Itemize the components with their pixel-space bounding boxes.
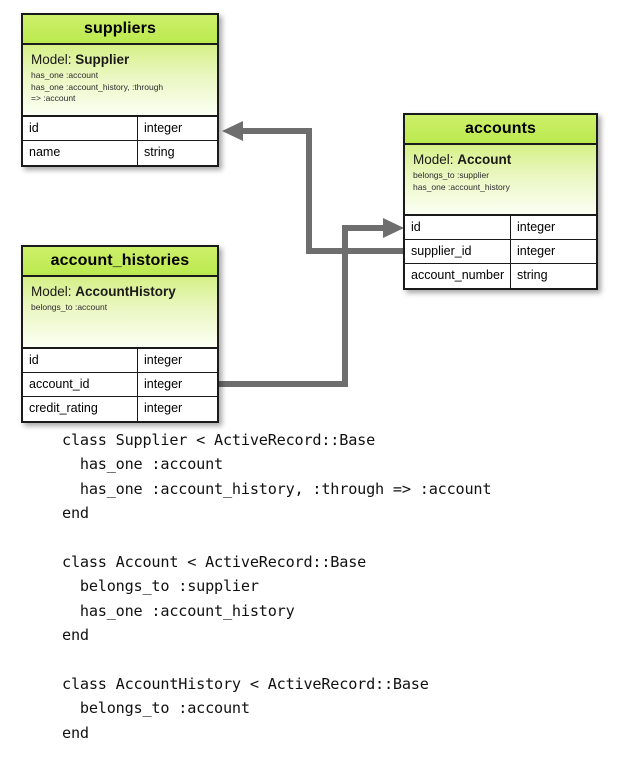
table-row[interactable]: name string [23, 141, 217, 165]
model-class-name: Supplier [75, 52, 130, 67]
table-suppliers-association: => :account [31, 93, 76, 103]
table-suppliers-title: suppliers [23, 15, 217, 45]
arrowhead-to-suppliers-id [222, 121, 243, 141]
table-accounts-model-name: Model: Account [413, 152, 588, 167]
table-account-histories-title: account_histories [23, 247, 217, 277]
column-type: integer [517, 220, 556, 234]
column-type: integer [144, 401, 183, 415]
column-type: string [517, 268, 548, 282]
table-suppliers-model-box: Model: Supplier has_one :account has_one… [23, 45, 217, 117]
table-row[interactable]: id integer [23, 349, 217, 373]
model-label: Model: [31, 52, 72, 67]
table-accounts-title: accounts [405, 115, 596, 145]
model-label: Model: [413, 152, 454, 167]
column-name: id [23, 117, 138, 140]
column-name: account_id [23, 373, 138, 396]
table-account-histories-model-name: Model: AccountHistory [31, 284, 209, 299]
table-account-histories-association: belongs_to :account [31, 302, 108, 312]
column-name: id [23, 349, 138, 372]
table-account-histories-model-box: Model: AccountHistory belongs_to :accoun… [23, 277, 217, 349]
column-name: id [405, 216, 511, 239]
table-suppliers-association: has_one :account [31, 70, 99, 80]
table-suppliers-association: has_one :account_history, :through [31, 81, 164, 92]
ruby-code-block: class Supplier < ActiveRecord::Base has_… [62, 431, 492, 742]
table-row[interactable]: account_number string [405, 264, 596, 288]
table-row[interactable]: id integer [23, 117, 217, 141]
table-accounts-association: has_one :account_history [413, 181, 510, 192]
table-suppliers[interactable]: suppliers Model: Supplier has_one :accou… [21, 13, 219, 167]
column-type: integer [144, 377, 183, 391]
table-suppliers-model-name: Model: Supplier [31, 52, 209, 67]
table-account-histories[interactable]: account_histories Model: AccountHistory … [21, 245, 219, 423]
model-class-name: AccountHistory [75, 284, 176, 299]
table-row[interactable]: account_id integer [23, 373, 217, 397]
table-accounts-model-box: Model: Account belongs_to :supplier has_… [405, 145, 596, 216]
column-name: name [23, 141, 138, 165]
table-accounts-association: belongs_to :supplier [413, 170, 490, 180]
model-label: Model: [31, 284, 72, 299]
arrowhead-to-accounts-id [383, 218, 404, 238]
model-class-name: Account [457, 152, 512, 167]
connector-accounts-supplier-id-to-suppliers-id [222, 121, 403, 254]
column-type: string [144, 145, 175, 159]
column-type: integer [144, 121, 183, 135]
table-accounts[interactable]: accounts Model: Account belongs_to :supp… [403, 113, 598, 290]
column-name: supplier_id [405, 240, 511, 263]
table-row[interactable]: supplier_id integer [405, 240, 596, 264]
column-name: credit_rating [23, 397, 138, 421]
column-type: integer [144, 353, 183, 367]
connector-account-histories-account-id-to-accounts-id [219, 218, 404, 387]
table-row[interactable]: credit_rating integer [23, 397, 217, 421]
column-name: account_number [405, 264, 511, 288]
column-type: integer [517, 244, 556, 258]
table-row[interactable]: id integer [405, 216, 596, 240]
